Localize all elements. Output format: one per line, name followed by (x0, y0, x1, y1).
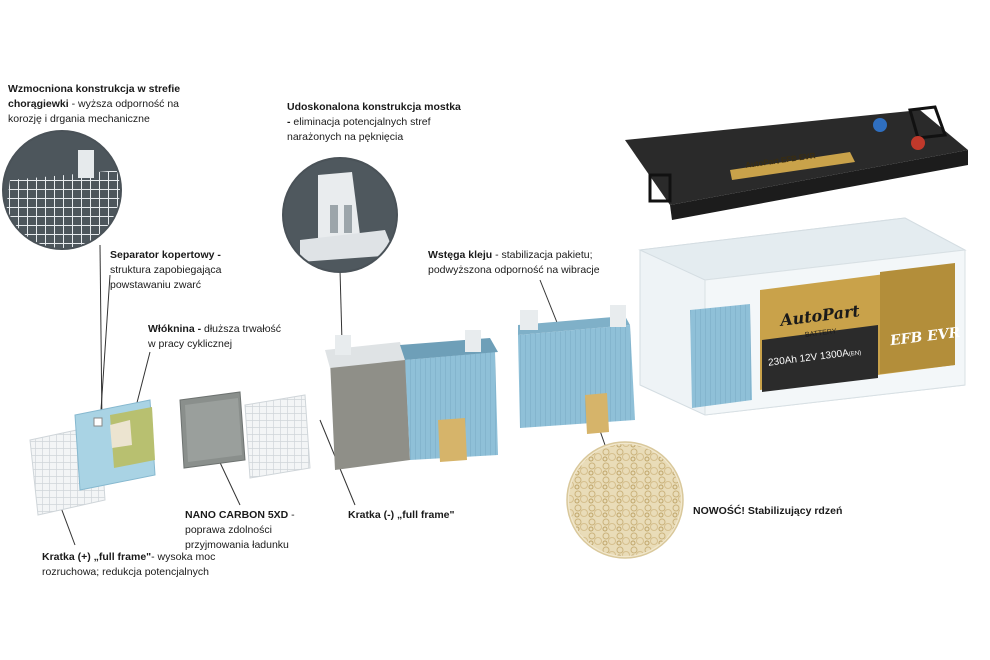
label-flag-rest: - wyższa odporność na korozję i drgania … (8, 98, 180, 125)
label-positive-grid-rest: - wysoka moc rozruchowa; redukcja potenc… (42, 551, 216, 578)
label-glue-rest: - stabilizacja pakietu; podwyższona odpo… (428, 249, 600, 276)
label-nano-carbon-rest: - poprawa zdolności przyjmowania ładunku (185, 509, 295, 551)
label-core-bold: NOWOŚĆ! Stabilizujący rdzeń (693, 505, 843, 517)
positive-plate-assembly (29, 399, 156, 516)
zoom-core-detail (566, 441, 684, 559)
label-fiber-rest: dłuższa trwałość w pracy cyklicznej (148, 323, 282, 350)
label-positive-grid: Kratka (+) „full frame"- wysoka moc rozr… (42, 550, 217, 580)
label-flag-bold: Wzmocniona konstrukcja w strefie chorągi… (8, 83, 181, 110)
label-glue-bold: Wstęga kleju (428, 249, 493, 261)
label-separator-bold: Separator kopertowy - (110, 249, 221, 261)
label-glue: Wstęga kleju - stabilizacja pakietu; pod… (428, 248, 613, 278)
zoom-flag-detail (2, 130, 122, 250)
label-fiber: Włóknina - dłuższa trwałość w pracy cykl… (148, 322, 283, 352)
label-separator: Separator kopertowy - struktura zapobieg… (110, 248, 240, 293)
label-negative-grid-bold: Kratka (-) „full frame" (348, 509, 455, 521)
label-positive-grid-bold: Kratka (+) „full frame" (42, 551, 152, 563)
label-bridge-bold: Udoskonalona konstrukcja mostka - (287, 101, 461, 128)
battery-lid (625, 105, 968, 220)
negative-plate-nano-carbon (179, 391, 311, 479)
battery-case (638, 217, 967, 416)
cell-pack-glued (518, 305, 635, 434)
label-negative-grid: Kratka (-) „full frame" (348, 508, 468, 523)
label-nano-carbon-bold: NANO CARBON 5XD (185, 509, 289, 521)
label-separator-rest: struktura zapobiegająca powstawaniu zwar… (110, 264, 222, 291)
label-bridge-rest: eliminacja potencjalnych stref narażonyc… (287, 116, 431, 143)
cell-pack-exposed (325, 330, 498, 470)
label-core: NOWOŚĆ! Stabilizujący rdzeń (693, 504, 873, 519)
label-bridge: Udoskonalona konstrukcja mostka - elimin… (287, 100, 462, 145)
label-flag: Wzmocniona konstrukcja w strefie chorągi… (8, 82, 183, 127)
label-nano-carbon: NANO CARBON 5XD - poprawa zdolności przy… (185, 508, 335, 553)
battery-specs-std: (EN) (848, 350, 862, 358)
zoom-bridge-detail (282, 157, 398, 273)
label-fiber-bold: Włóknina - (148, 323, 202, 335)
